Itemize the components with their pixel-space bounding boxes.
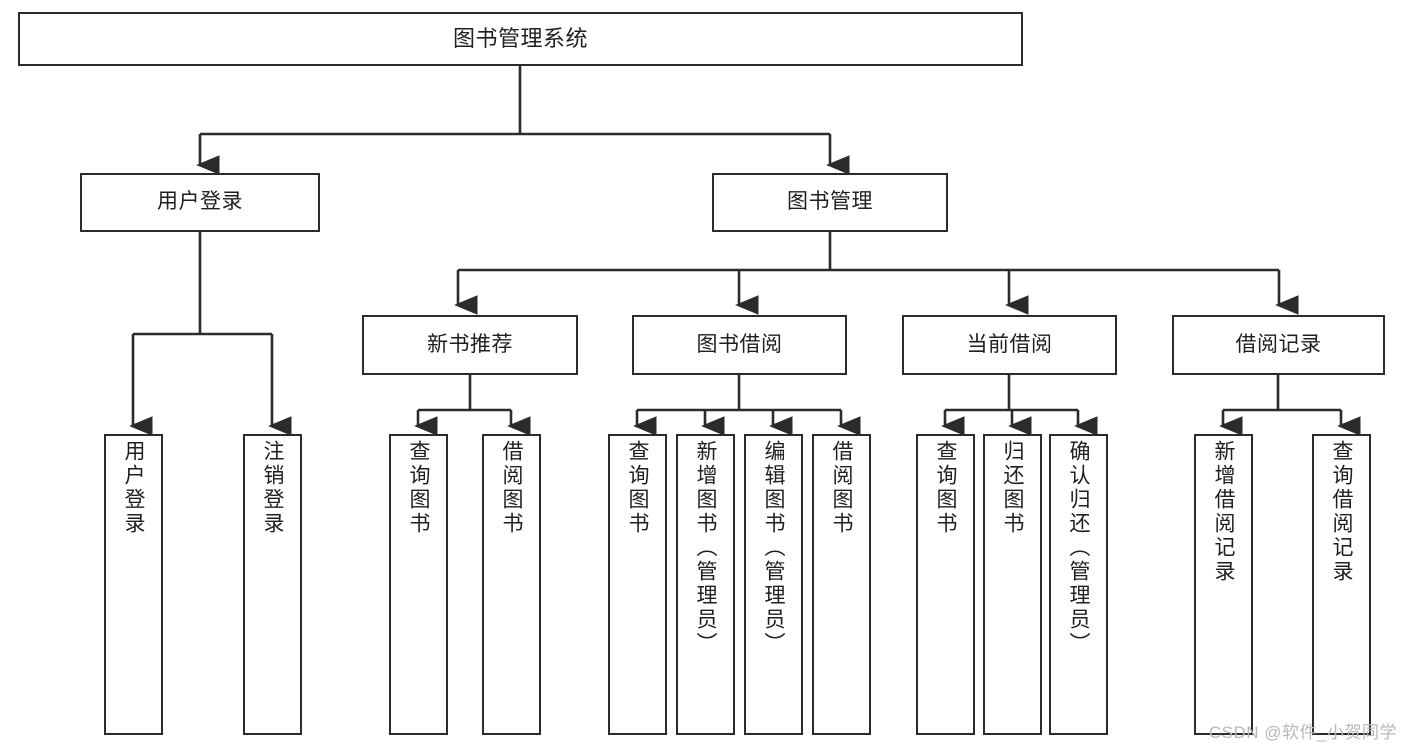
node-leaf-add-book-admin[interactable]: 新增图书（管理员） bbox=[676, 434, 735, 735]
node-new-book-recommendation[interactable]: 新书推荐 bbox=[362, 315, 578, 375]
node-book-borrowing[interactable]: 图书借阅 bbox=[632, 315, 847, 375]
node-root-library-management-system[interactable]: 图书管理系统 bbox=[18, 12, 1023, 66]
node-user-login[interactable]: 用户登录 bbox=[80, 173, 320, 232]
node-leaf-confirm-return-admin[interactable]: 确认归还（管理员） bbox=[1049, 434, 1108, 735]
node-leaf-return-books[interactable]: 归还图书 bbox=[983, 434, 1042, 735]
node-leaf-borrow-books[interactable]: 借阅图书 bbox=[812, 434, 871, 735]
node-leaf-query-borrow-record[interactable]: 查询借阅记录 bbox=[1312, 434, 1371, 735]
node-leaf-logout[interactable]: 注销登录 bbox=[243, 434, 302, 735]
node-leaf-edit-book-admin[interactable]: 编辑图书（管理员） bbox=[744, 434, 803, 735]
node-label: 用户登录 bbox=[157, 190, 243, 214]
node-label: 新增图书（管理员） bbox=[694, 440, 717, 656]
node-label: 新增借阅记录 bbox=[1212, 440, 1235, 584]
node-leaf-query-books-recommend[interactable]: 查询图书 bbox=[389, 434, 448, 735]
node-label: 新书推荐 bbox=[427, 332, 513, 356]
node-leaf-query-books-borrow[interactable]: 查询图书 bbox=[608, 434, 667, 735]
node-label: 归还图书 bbox=[1001, 440, 1024, 536]
node-label: 当前借阅 bbox=[966, 332, 1053, 356]
node-label: 借阅记录 bbox=[1235, 332, 1322, 356]
node-label: 图书管理系统 bbox=[452, 26, 588, 52]
node-book-management[interactable]: 图书管理 bbox=[712, 173, 948, 232]
node-label: 用户登录 bbox=[122, 440, 145, 536]
node-label: 图书管理 bbox=[787, 190, 873, 214]
node-label: 确认归还（管理员） bbox=[1067, 440, 1090, 656]
node-leaf-add-borrow-record[interactable]: 新增借阅记录 bbox=[1194, 434, 1253, 735]
node-leaf-query-books-current[interactable]: 查询图书 bbox=[916, 434, 975, 735]
node-label: 图书借阅 bbox=[696, 332, 783, 356]
watermark: CSDN @软件_小贺同学 bbox=[1208, 723, 1397, 742]
node-label: 查询图书 bbox=[407, 440, 430, 536]
node-leaf-user-login[interactable]: 用户登录 bbox=[104, 434, 163, 735]
node-label: 查询图书 bbox=[934, 440, 957, 536]
node-borrowing-records[interactable]: 借阅记录 bbox=[1172, 315, 1385, 375]
node-leaf-borrow-books-recommend[interactable]: 借阅图书 bbox=[482, 434, 541, 735]
node-label: 注销登录 bbox=[261, 440, 284, 536]
node-current-borrowing[interactable]: 当前借阅 bbox=[902, 315, 1117, 375]
node-label: 编辑图书（管理员） bbox=[762, 440, 785, 656]
node-label: 查询借阅记录 bbox=[1330, 440, 1353, 584]
node-label: 借阅图书 bbox=[830, 440, 853, 536]
node-label: 借阅图书 bbox=[500, 440, 523, 536]
node-label: 查询图书 bbox=[626, 440, 649, 536]
